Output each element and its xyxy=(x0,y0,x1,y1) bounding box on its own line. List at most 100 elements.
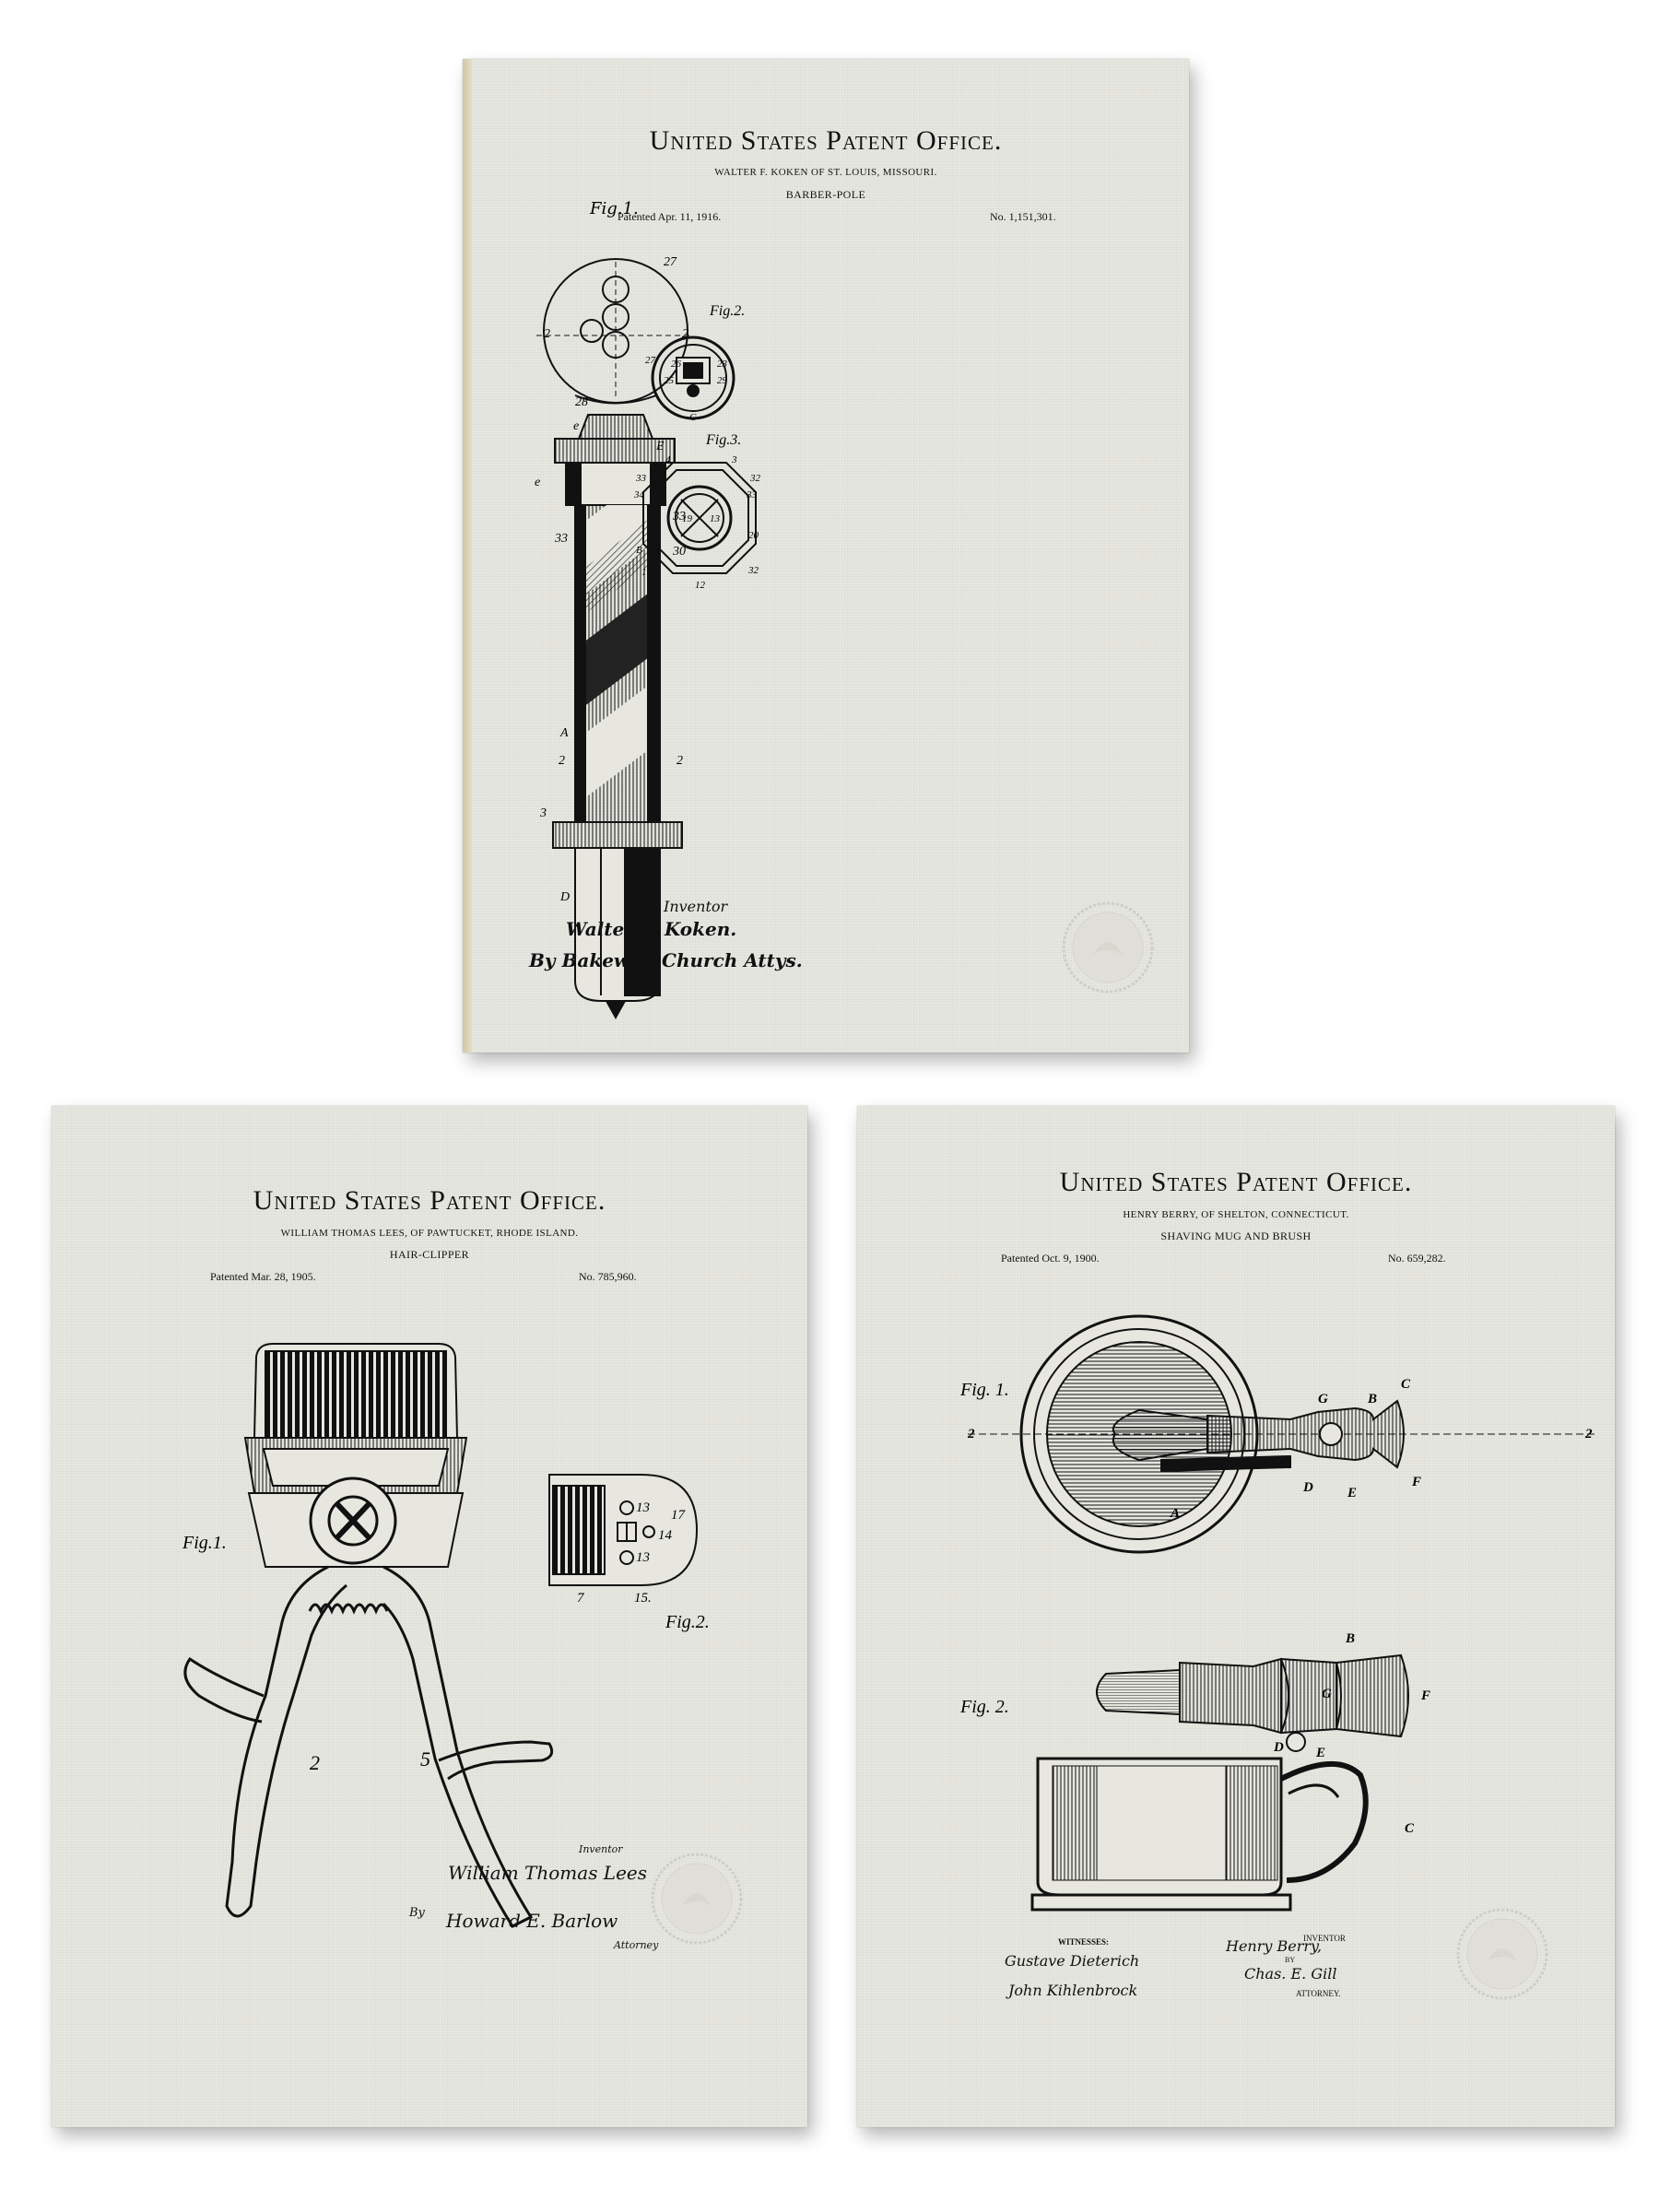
svg-text:33: 33 xyxy=(746,489,758,500)
patent-date: Patented Mar. 28, 1905. xyxy=(210,1270,316,1283)
svg-text:13: 13 xyxy=(636,1550,650,1565)
svg-text:F: F xyxy=(1420,1688,1430,1703)
patent-number: No. 659,282. xyxy=(1388,1252,1446,1265)
svg-text:e: e xyxy=(573,419,579,433)
inventor-role: INVENTOR xyxy=(1303,1934,1346,1943)
svg-text:G: G xyxy=(1318,1392,1328,1406)
svg-text:32: 32 xyxy=(747,565,759,576)
attorney-signature: By Bakewell Church Attys. xyxy=(529,949,803,971)
inventor-line: WILLIAM THOMAS LEES, OF PAWTUCKET, RHODE… xyxy=(280,1228,579,1239)
patent-date: Patented Oct. 9, 1900. xyxy=(1001,1252,1100,1265)
hair-clipper-drawing: Fig.1. 2 5 xyxy=(182,1343,743,1945)
inventor-line: WALTER F. KOKEN OF ST. LOUIS, MISSOURI. xyxy=(714,167,937,178)
patent-title: BARBER-POLE xyxy=(785,188,866,201)
inventor-role: Inventor xyxy=(664,898,728,915)
svg-text:23: 23 xyxy=(717,359,728,370)
svg-text:17: 17 xyxy=(671,1508,687,1523)
attorney-signature: Chas. E. Gill xyxy=(1244,1965,1337,1983)
svg-text:C: C xyxy=(1405,1821,1415,1836)
svg-text:C: C xyxy=(1401,1377,1411,1392)
svg-text:B: B xyxy=(1345,1631,1355,1646)
clipper-pivot xyxy=(309,1477,397,1565)
svg-text:G: G xyxy=(1322,1687,1332,1701)
figure-2-labels: 27 26 23 25 29C xyxy=(645,355,728,423)
barber-pole-drawing: Fig.1. 27 2 2 28 e E e 33 33 30 A 2 2 3 xyxy=(535,199,1154,1020)
figure-label: Fig.2. xyxy=(709,303,745,319)
svg-text:B: B xyxy=(636,545,642,556)
inventor-signature: William Thomas Lees xyxy=(448,1862,648,1884)
patent-number: No. 785,960. xyxy=(579,1270,637,1283)
svg-text:7: 7 xyxy=(577,1591,585,1606)
svg-text:1: 1 xyxy=(641,567,647,578)
patent-number: No. 1,151,301. xyxy=(990,210,1056,223)
svg-text:34: 34 xyxy=(633,489,645,500)
patent-office-heading: United States Patent Office. xyxy=(253,1185,606,1216)
svg-text:D: D xyxy=(559,890,570,904)
clipper-part-labels: 2 5 xyxy=(310,1747,430,1774)
svg-text:33: 33 xyxy=(554,532,568,546)
pole-cylinder xyxy=(574,504,661,823)
svg-text:13: 13 xyxy=(636,1500,650,1515)
svg-text:27: 27 xyxy=(664,255,677,269)
figure-label: Fig. 2. xyxy=(959,1697,1009,1717)
attorney-role: ATTORNEY. xyxy=(1296,1989,1341,1998)
patent-title: SHAVING MUG AND BRUSH xyxy=(1160,1230,1312,1242)
attorney-prefix: By xyxy=(409,1906,425,1920)
figure-label: Fig.2. xyxy=(665,1612,710,1632)
svg-text:15.: 15. xyxy=(634,1591,652,1606)
pole-globe xyxy=(536,258,693,405)
embossed-seal xyxy=(1062,901,1154,994)
svg-text:12: 12 xyxy=(695,580,706,591)
svg-text:32: 32 xyxy=(749,473,761,484)
brush-top-view xyxy=(1112,1399,1405,1473)
svg-text:e: e xyxy=(535,476,540,489)
poster-hair-clipper: United States Patent Office. WILLIAM THO… xyxy=(52,1106,807,2127)
svg-text:A: A xyxy=(559,726,569,740)
svg-text:2: 2 xyxy=(544,327,550,341)
poster-shaving-mug: United States Patent Office. HENRY BERRY… xyxy=(857,1106,1615,2127)
svg-text:5: 5 xyxy=(420,1747,430,1771)
pole-base xyxy=(552,821,683,1020)
brush-side-view xyxy=(1096,1653,1409,1752)
attorney-role: Attorney xyxy=(614,1939,659,1951)
figure-label: Fig.1. xyxy=(589,199,639,218)
svg-text:A: A xyxy=(1170,1506,1180,1521)
patent-office-heading: United States Patent Office. xyxy=(649,125,1003,156)
svg-text:2: 2 xyxy=(310,1751,320,1774)
patent-title: HAIR-CLIPPER xyxy=(389,1248,470,1261)
svg-text:28: 28 xyxy=(575,395,588,409)
svg-text:E: E xyxy=(1315,1746,1325,1760)
figure-3-section xyxy=(642,462,757,574)
svg-text:27: 27 xyxy=(645,355,656,366)
witness-signature-2: John Kihlenbrock xyxy=(1008,1982,1138,1999)
figure-2-blade xyxy=(548,1474,699,1586)
pole-cap xyxy=(554,414,676,506)
svg-text:D: D xyxy=(1302,1480,1313,1495)
embossed-seal xyxy=(651,1853,743,1945)
inventor-role: Inventor xyxy=(579,1843,623,1855)
figure-label: Fig.3. xyxy=(705,432,741,448)
inventor-signature: Walter F. Koken. xyxy=(566,918,737,940)
clipper-handles xyxy=(183,1565,554,1928)
figure-label: Fig. 1. xyxy=(959,1380,1009,1400)
svg-text:2: 2 xyxy=(967,1427,975,1441)
svg-text:20: 20 xyxy=(748,530,759,541)
patent-date: Patented Apr. 11, 1916. xyxy=(618,210,722,223)
mug-side-view xyxy=(1030,1757,1369,1912)
by-label: BY xyxy=(1285,1956,1296,1964)
svg-text:25: 25 xyxy=(664,375,675,386)
svg-text:C: C xyxy=(689,412,697,423)
poster-barber-pole: United States Patent Office. WALTER F. K… xyxy=(463,59,1189,1053)
inventor-signature: Henry Berry, xyxy=(1226,1937,1323,1955)
svg-text:F: F xyxy=(1411,1475,1421,1489)
attorney-signature: Howard E. Barlow xyxy=(446,1910,618,1932)
svg-text:3: 3 xyxy=(539,806,547,820)
svg-text:3: 3 xyxy=(731,454,737,465)
svg-text:30: 30 xyxy=(672,545,686,559)
svg-text:26: 26 xyxy=(671,359,682,370)
svg-text:E: E xyxy=(1347,1486,1357,1500)
pole-part-labels: 27 2 2 28 e E e 33 33 30 A 2 2 3 D 4 xyxy=(535,255,688,999)
svg-text:29: 29 xyxy=(717,375,728,386)
svg-text:13: 13 xyxy=(710,513,721,524)
